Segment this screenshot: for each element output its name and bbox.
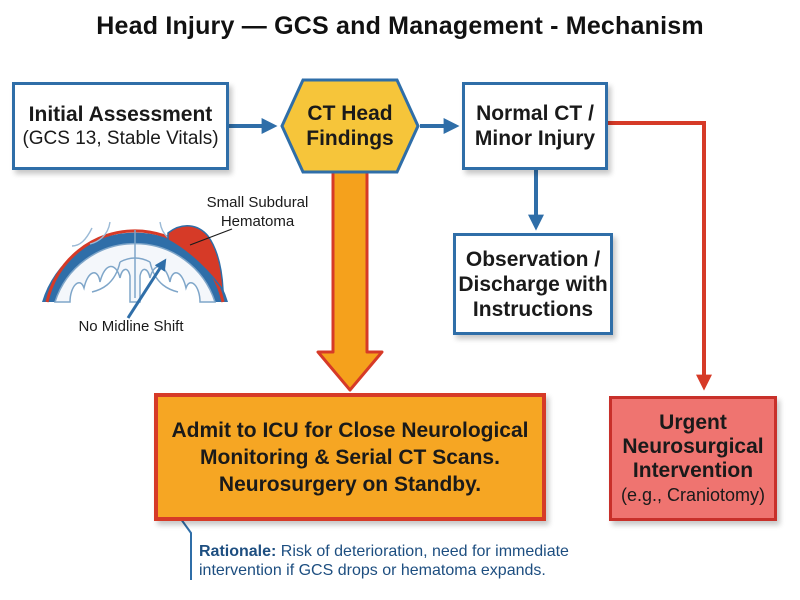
annotation-hematoma-line1: Small Subdural: [206, 194, 309, 211]
node-ct-head-findings: CT Head Findings: [280, 77, 420, 175]
ct-head-hexagon: [280, 78, 420, 174]
rationale-text-2: intervention if GCS drops or hematoma ex…: [199, 562, 546, 579]
node-initial-title: Initial Assessment: [28, 102, 213, 126]
arrow-ct-to-admit: [316, 170, 384, 392]
node-admit-line2: Monitoring & Serial CT Scans.: [200, 445, 500, 469]
node-initial-detail: (GCS 13, Stable Vitals): [22, 127, 219, 149]
node-urgent-line1: Urgent: [659, 410, 727, 434]
node-ct-head-line1: CT Head: [307, 102, 393, 125]
node-normal-line2: Minor Injury: [474, 127, 596, 150]
pointer-hematoma: [189, 228, 233, 246]
node-admit-line3: Neurosurgery on Standby.: [218, 472, 482, 496]
node-ct-head-line2: Findings: [306, 127, 394, 150]
arrow-normal-to-urgent: [608, 121, 712, 391]
diagram-title: Head Injury — GCS and Management - Mecha…: [96, 12, 704, 40]
node-observation-line2: Discharge with: [458, 272, 608, 296]
annotation-hematoma-line2: Hematoma: [220, 213, 295, 230]
annotation-midline: No Midline Shift: [78, 318, 184, 335]
node-admit-icu: Admit to ICU for Close Neurological Moni…: [154, 393, 546, 521]
rationale-text: Risk of deterioration, need for immediat…: [280, 543, 569, 560]
hematoma-shape: [167, 225, 224, 293]
pointer-midline: [126, 258, 167, 319]
node-urgent-line3: Intervention: [632, 458, 754, 482]
node-urgent-detail: (e.g., Craniotomy): [620, 484, 766, 505]
node-urgent-line2: Neurosurgical: [622, 434, 764, 458]
rationale-note: Rationale: Risk of deterioration, need f…: [199, 542, 639, 580]
node-normal-line1: Normal CT /: [476, 102, 594, 125]
annotation-hematoma: Small Subdural Hematoma: [190, 193, 325, 231]
node-observation: Observation / Discharge with Instruction…: [453, 233, 613, 335]
brain-cross-section-icon: [42, 221, 228, 303]
node-normal-ct: Normal CT / Minor Injury: [462, 82, 608, 170]
node-observation-line1: Observation /: [465, 247, 601, 271]
node-admit-line1: Admit to ICU for Close Neurological: [171, 418, 529, 442]
node-observation-line3: Instructions: [472, 297, 594, 321]
rationale-label: Rationale:: [199, 543, 277, 560]
node-initial-assessment: Initial Assessment (GCS 13, Stable Vital…: [12, 82, 229, 170]
node-urgent-intervention: Urgent Neurosurgical Intervention (e.g.,…: [609, 396, 777, 521]
